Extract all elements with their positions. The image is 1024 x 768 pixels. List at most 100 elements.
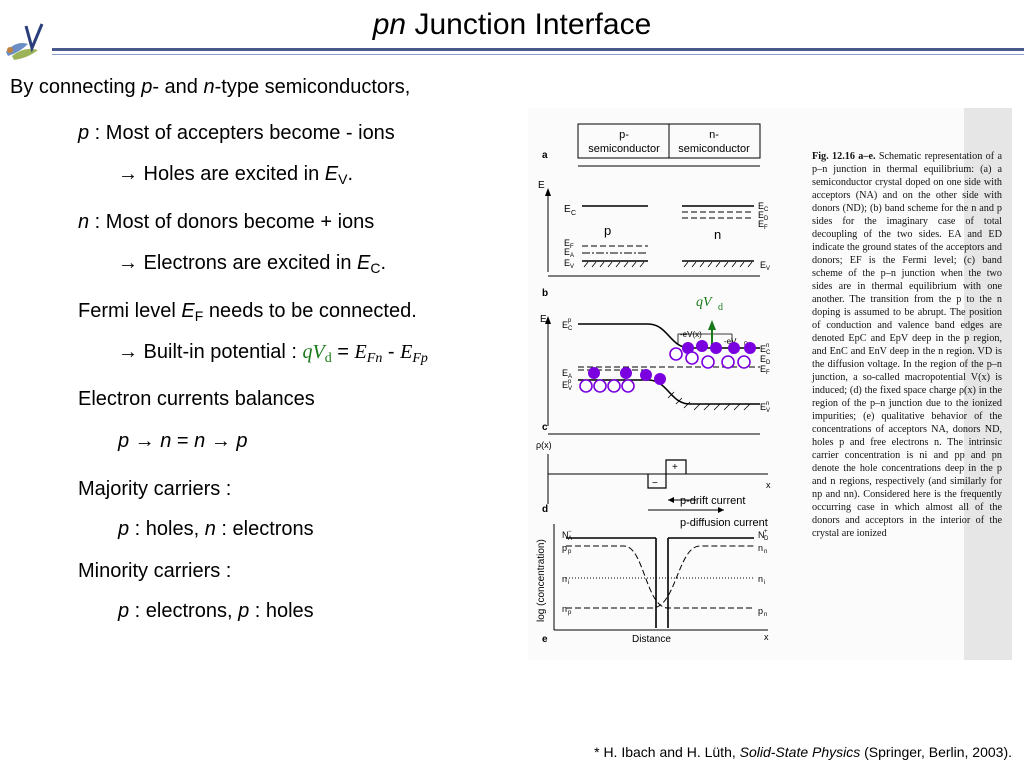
axis-x-label-e: x [764, 632, 769, 642]
header-n-top: n- [709, 129, 719, 141]
svg-text:C: C [571, 210, 576, 217]
scan-edge [964, 108, 1012, 660]
panel-label-a: a [542, 150, 548, 161]
university-logo-icon [6, 23, 44, 60]
svg-text:A: A [568, 374, 572, 380]
label-ev-p-eq: E [562, 380, 568, 390]
label-ed-n: E [758, 210, 764, 220]
svg-text:C: C [766, 350, 771, 356]
label-ec-p: E [564, 204, 571, 215]
axis-e-label-a: E [538, 180, 545, 191]
bullet-fermi-level: Fermi level EF needs to be connected. [78, 300, 417, 324]
bullet-n-donors: n : Most of donors become + ions [78, 211, 375, 233]
header-p-top: p- [619, 129, 629, 141]
bullet-majority: Majority carriers : [78, 478, 232, 500]
label-ev-n: E [760, 260, 766, 270]
ylabel-concentration: log (concentration) [536, 539, 547, 622]
svg-text:p: p [568, 318, 572, 324]
label-diffusion-current: p-diffusion current [680, 517, 768, 529]
label-ea-p: E [564, 247, 570, 257]
label-ec-p-eq: E [562, 320, 568, 330]
hole-carriers [579, 347, 751, 393]
svg-text:+: + [764, 529, 768, 535]
bullet-minority: Minority carriers : [78, 560, 232, 582]
label-plus: + [672, 462, 678, 473]
label-nn: n [758, 543, 763, 553]
label-ef-eq: E [760, 364, 766, 374]
bullet-p-acceptors: p : Most of accepters become - ions [78, 122, 395, 144]
label-rho: ρ(x) [536, 440, 552, 450]
label-minus: − [652, 478, 658, 489]
svg-text:D: D [766, 360, 771, 366]
svg-text:n: n [764, 612, 767, 618]
svg-text:p: p [568, 610, 572, 616]
label-pn: p [758, 606, 763, 616]
xlabel-distance: Distance [632, 634, 671, 645]
svg-text:A: A [568, 536, 572, 542]
label-ni-left: n [562, 574, 567, 584]
band-diagram: a b c d e p- semiconductor n- semiconduc… [536, 123, 771, 645]
label-ec-n: E [758, 201, 764, 211]
bullet-current-balance: Electron currents balances [78, 388, 315, 410]
bullet-majority-detail: p : holes, n : electrons [118, 518, 314, 540]
svg-text:D: D [764, 216, 769, 222]
label-ev-p: E [564, 258, 570, 268]
svg-text:V: V [568, 386, 572, 392]
label-ef-n: E [758, 219, 764, 229]
label-ef-p: E [564, 238, 570, 248]
svg-text:V: V [570, 264, 574, 270]
intro-line: By connecting p- and n-type semiconducto… [10, 76, 411, 98]
label-pp: p [562, 543, 567, 553]
svg-text:i: i [764, 580, 765, 586]
label-qVd: qV [696, 295, 713, 310]
label-ni-right: n [758, 574, 763, 584]
label-np: n [562, 604, 567, 614]
panel-label-d: d [542, 504, 548, 515]
svg-text:p: p [568, 379, 572, 385]
title-rule [52, 48, 1024, 51]
svg-text:d: d [718, 302, 723, 313]
label-ND: N [758, 530, 765, 540]
page-title: pn Junction Interface [372, 8, 652, 41]
label-drift-current: p-drift current [680, 495, 745, 507]
label-ev-n-eq: E [760, 402, 766, 412]
bullet-minority-detail: p : electrons, p : holes [118, 600, 314, 622]
region-n: n [714, 227, 721, 242]
svg-text:−: − [568, 529, 572, 535]
svg-text:n: n [764, 549, 767, 555]
region-p: p [604, 223, 611, 238]
svg-text:C: C [764, 207, 769, 213]
svg-text:n: n [766, 401, 769, 407]
svg-text:C: C [568, 326, 573, 332]
header-p-bottom: semiconductor [588, 143, 660, 155]
svg-text:i: i [568, 580, 569, 586]
panel-label-b: b [542, 288, 548, 299]
panel-label-e: e [542, 634, 548, 645]
citation-footnote: * H. Ibach and H. Lüth, Solid-State Phys… [594, 744, 1012, 760]
svg-text:V: V [766, 408, 770, 414]
svg-text:F: F [570, 244, 574, 250]
label-ed-eq: E [760, 354, 766, 364]
label-NA: N [562, 530, 569, 540]
label-eVD: -eV [724, 337, 737, 346]
label-ec-n-eq: E [760, 344, 766, 354]
svg-text:F: F [764, 225, 768, 231]
svg-text:D: D [764, 536, 769, 542]
bullet-balance-equation: p → n = n → p [118, 430, 248, 452]
electron-carriers [588, 340, 756, 385]
bullet-holes-excited: → Holes are excited in EV. [118, 163, 354, 187]
label-ea-eq: E [562, 368, 568, 378]
svg-text:p: p [568, 549, 572, 555]
bullet-electrons-excited: → Electrons are excited in EC. [118, 252, 387, 276]
svg-text:A: A [570, 253, 574, 259]
axis-e-label-c: E [540, 314, 547, 325]
title-rule-thin [52, 54, 1024, 55]
axis-x-label-d: x [766, 480, 771, 490]
figure-caption: Fig. 12.16 a–e. Schematic representation… [812, 151, 1002, 539]
svg-text:F: F [766, 370, 770, 376]
panel-label-c: c [542, 422, 548, 433]
header-n-bottom: semiconductor [678, 143, 750, 155]
bullet-built-in-potential: → Built-in potential : qVd = EFn - EFp [118, 341, 428, 366]
svg-text:V: V [766, 266, 770, 272]
label-eVx: -eV(x) [680, 330, 702, 339]
